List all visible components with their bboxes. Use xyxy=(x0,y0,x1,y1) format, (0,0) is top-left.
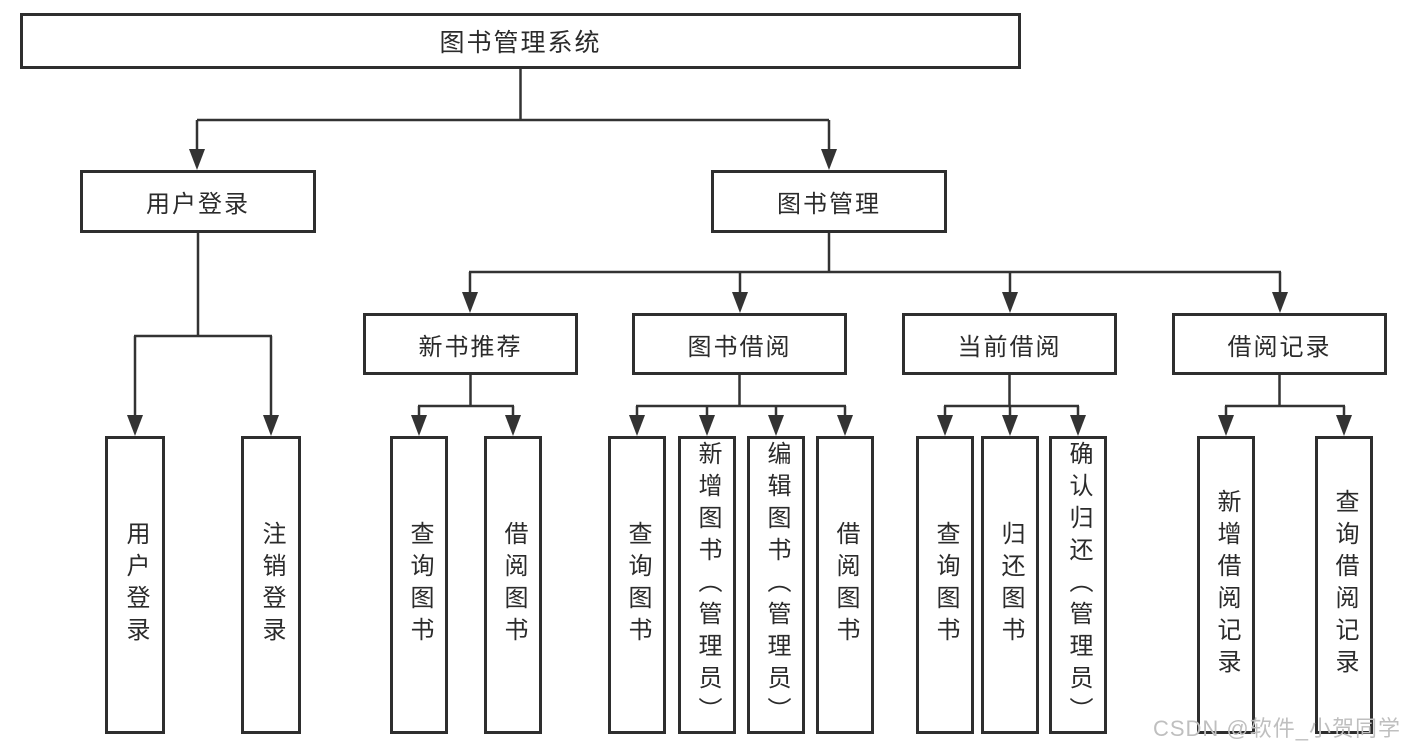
leaf-user-login: 用户登录 xyxy=(105,436,165,734)
leaf-query-borrow-record: 查询借阅记录 xyxy=(1315,436,1373,734)
leaf-add-book-admin: 新增图书（管理员） xyxy=(678,436,736,734)
node-new-book-recommend: 新书推荐 xyxy=(363,313,578,375)
node-root: 图书管理系统 xyxy=(20,13,1021,69)
node-book-borrow: 图书借阅 xyxy=(632,313,847,375)
leaf-recommend-query-book-label: 查询图书 xyxy=(406,521,433,649)
leaf-recommend-query-book: 查询图书 xyxy=(390,436,448,734)
leaf-edit-book-admin-label: 编辑图书（管理员） xyxy=(763,441,790,729)
node-book-borrow-label: 图书借阅 xyxy=(687,333,792,361)
node-borrow-records-label: 借阅记录 xyxy=(1227,333,1332,361)
node-user-login-label: 用户登录 xyxy=(146,191,250,218)
node-current-borrow: 当前借阅 xyxy=(902,313,1117,375)
leaf-confirm-return-admin-label: 确认归还（管理员） xyxy=(1065,441,1092,729)
node-user-login: 用户登录 xyxy=(80,170,316,233)
leaf-current-query-book: 查询图书 xyxy=(916,436,974,734)
leaf-add-borrow-record-label: 新增借阅记录 xyxy=(1213,489,1240,681)
node-new-book-recommend-label: 新书推荐 xyxy=(418,333,523,361)
leaf-add-book-admin-label: 新增图书（管理员） xyxy=(694,441,721,729)
leaf-add-borrow-record: 新增借阅记录 xyxy=(1197,436,1255,734)
leaf-borrow-query-book-label: 查询图书 xyxy=(624,521,651,649)
leaf-borrow-book: 借阅图书 xyxy=(816,436,874,734)
leaf-return-book: 归还图书 xyxy=(981,436,1039,734)
leaf-return-book-label: 归还图书 xyxy=(997,521,1024,649)
arrowheads xyxy=(127,149,1352,436)
node-current-borrow-label: 当前借阅 xyxy=(957,333,1062,361)
leaf-borrow-book-label: 借阅图书 xyxy=(832,521,859,649)
leaf-edit-book-admin: 编辑图书（管理员） xyxy=(747,436,805,734)
leaf-logout-label: 注销登录 xyxy=(258,521,285,649)
leaf-recommend-borrow-book-label: 借阅图书 xyxy=(500,521,527,649)
node-borrow-records: 借阅记录 xyxy=(1172,313,1387,375)
node-root-label: 图书管理系统 xyxy=(439,29,602,57)
leaf-current-query-book-label: 查询图书 xyxy=(932,521,959,649)
leaf-borrow-query-book: 查询图书 xyxy=(608,436,666,734)
leaf-recommend-borrow-book: 借阅图书 xyxy=(484,436,542,734)
leaf-logout: 注销登录 xyxy=(241,436,301,734)
watermark-text: CSDN @软件_小贺同学 xyxy=(1152,716,1401,741)
leaf-confirm-return-admin: 确认归还（管理员） xyxy=(1049,436,1107,734)
node-book-mgmt-label: 图书管理 xyxy=(777,191,881,218)
node-book-mgmt: 图书管理 xyxy=(711,170,947,233)
leaf-query-borrow-record-label: 查询借阅记录 xyxy=(1331,489,1358,681)
leaf-user-login-label: 用户登录 xyxy=(122,521,149,649)
